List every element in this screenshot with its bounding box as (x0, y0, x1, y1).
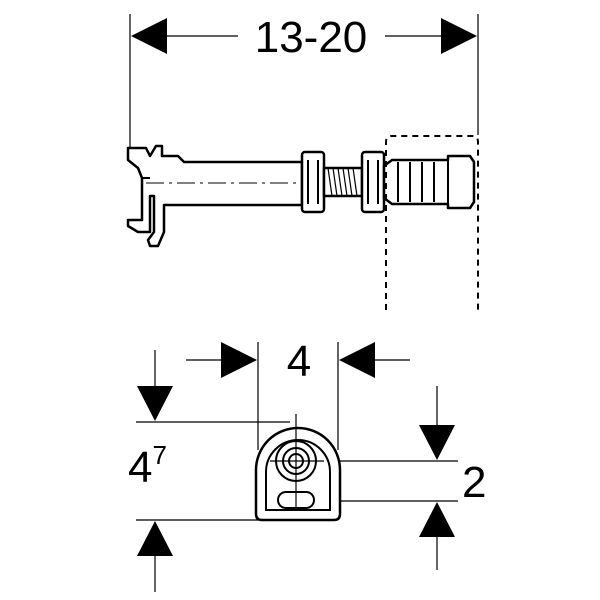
thread-lines (327, 167, 358, 197)
nut-1 (300, 150, 326, 214)
height-label-superscript: 7 (152, 440, 166, 470)
offset-arrow-top-icon (419, 425, 455, 460)
bracket-plate-inner (265, 439, 331, 511)
sleeve-ribs (397, 160, 449, 208)
height-label-base: 4 (128, 443, 152, 492)
side-view: 13-20 (126, 13, 479, 310)
height-label: 47 (128, 440, 167, 492)
offset-label: 2 (462, 458, 486, 507)
length-arrow-left-icon (131, 18, 167, 54)
width-arrow-left-icon (221, 342, 257, 378)
height-arrow-top-icon (137, 386, 173, 421)
height-arrow-bottom-icon (137, 521, 173, 556)
width-label: 4 (287, 337, 311, 386)
wall-outline-dashed (385, 135, 479, 310)
length-arrow-right-icon (441, 18, 477, 54)
front-view: 4 47 2 (128, 337, 486, 592)
mounting-bracket (126, 144, 304, 248)
nut-2 (360, 150, 386, 214)
width-arrow-right-icon (339, 342, 375, 378)
slot-hole (277, 491, 315, 509)
length-range-label: 13-20 (255, 13, 368, 62)
offset-arrow-bottom-icon (419, 502, 455, 537)
